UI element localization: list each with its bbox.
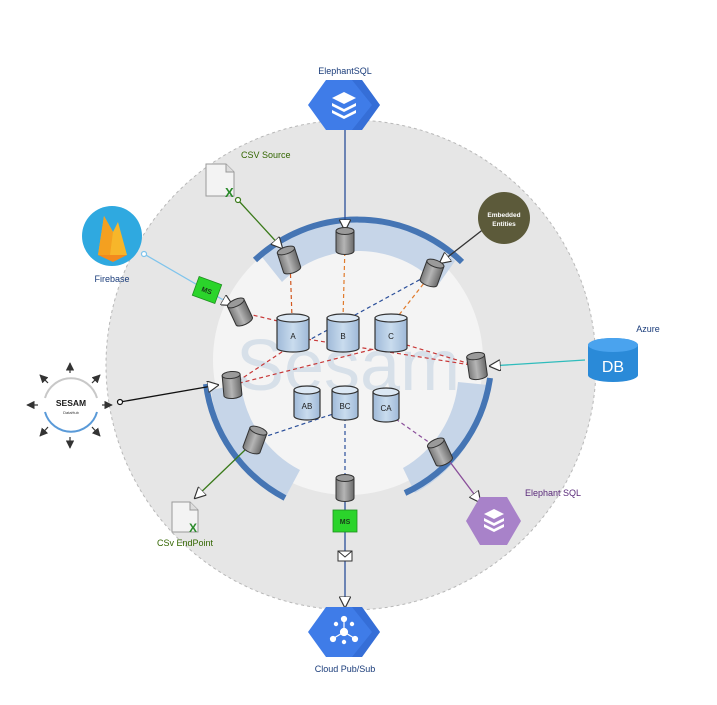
dataset-cylinder-a: A [276, 313, 310, 353]
dataset-label: C [388, 332, 394, 341]
ms-left-node: MS [191, 275, 223, 305]
svg-text:X: X [189, 521, 197, 535]
dataset-cylinder-ca: CA [372, 387, 400, 423]
dataset-label: A [290, 332, 296, 341]
elephantsql-bottom-hexagon-icon [466, 497, 521, 545]
dataset-label: AB [302, 402, 313, 411]
arc-band-top [262, 220, 455, 285]
elephantsql-top-node: ElephantSQL [308, 66, 380, 130]
pipe-cylinder [419, 258, 445, 288]
pipe-cylinder [221, 370, 243, 400]
envelope-icon [337, 550, 353, 562]
azure-db-icon: DB [602, 359, 624, 376]
ms-bottom-label: MS [340, 519, 351, 526]
dataset-label: BC [339, 402, 350, 411]
embedded-entities-node: Embedded Entities [478, 192, 530, 244]
pipe-cylinder [226, 297, 253, 327]
dataset-label: B [340, 332, 345, 341]
elephantsql-bottom-label: Elephant SQL [525, 488, 581, 498]
pipe-cylinder [242, 425, 268, 455]
cloud-pubsub-label: Cloud Pub/Sub [315, 664, 376, 674]
firebase-flame-icon [98, 216, 127, 262]
dataset-cylinder-ab: AB [293, 385, 321, 421]
csv-endpoint-node: X CSv EndPoint [157, 501, 214, 548]
sesam-logo-subtext: DataHub [63, 410, 80, 415]
embedded-label-line1: Embedded [487, 212, 520, 219]
azure-node: DB Azure [588, 324, 660, 382]
sesam-logo-text: SESAM [56, 398, 86, 408]
elephantsql-bottom-node: Elephant SQL [466, 488, 581, 545]
csv-source-label: CSV Source [241, 150, 291, 160]
dataset-label: CA [380, 404, 392, 413]
ms-left-label: MS [200, 286, 213, 296]
embedded-label-line2: Entities [492, 221, 516, 228]
inner-disc [213, 225, 483, 495]
elephantsql-top-label: ElephantSQL [318, 66, 372, 76]
arc-band-right [403, 382, 488, 493]
pipe-cylinder [466, 351, 488, 381]
datahub-arrows [26, 362, 113, 449]
arc-right [403, 377, 493, 496]
csv-source-node: X CSV Source [205, 150, 291, 204]
dataset-cylinder-bc: BC [331, 385, 359, 421]
firebase-node: Firebase [82, 206, 148, 284]
ms-bottom-node: MS [332, 509, 358, 533]
pipe-cylinder [276, 245, 302, 275]
sesam-datahub-node: SESAM DataHub [26, 362, 124, 449]
pipe-cylinders [221, 227, 488, 502]
dataset-cylinder-c: C [374, 313, 408, 353]
cloud-pubsub-node: Cloud Pub/Sub [308, 607, 380, 674]
azure-label: Azure [636, 324, 660, 334]
firebase-label: Firebase [94, 274, 129, 284]
csv-endpoint-label: CSv EndPoint [157, 538, 214, 548]
pipe-cylinder [335, 474, 355, 502]
arc-left [203, 383, 287, 501]
svg-text:X: X [225, 185, 234, 200]
dataset-cylinder-b: B [326, 313, 360, 353]
pipe-cylinder [426, 437, 453, 467]
pipe-cylinder [335, 227, 355, 255]
